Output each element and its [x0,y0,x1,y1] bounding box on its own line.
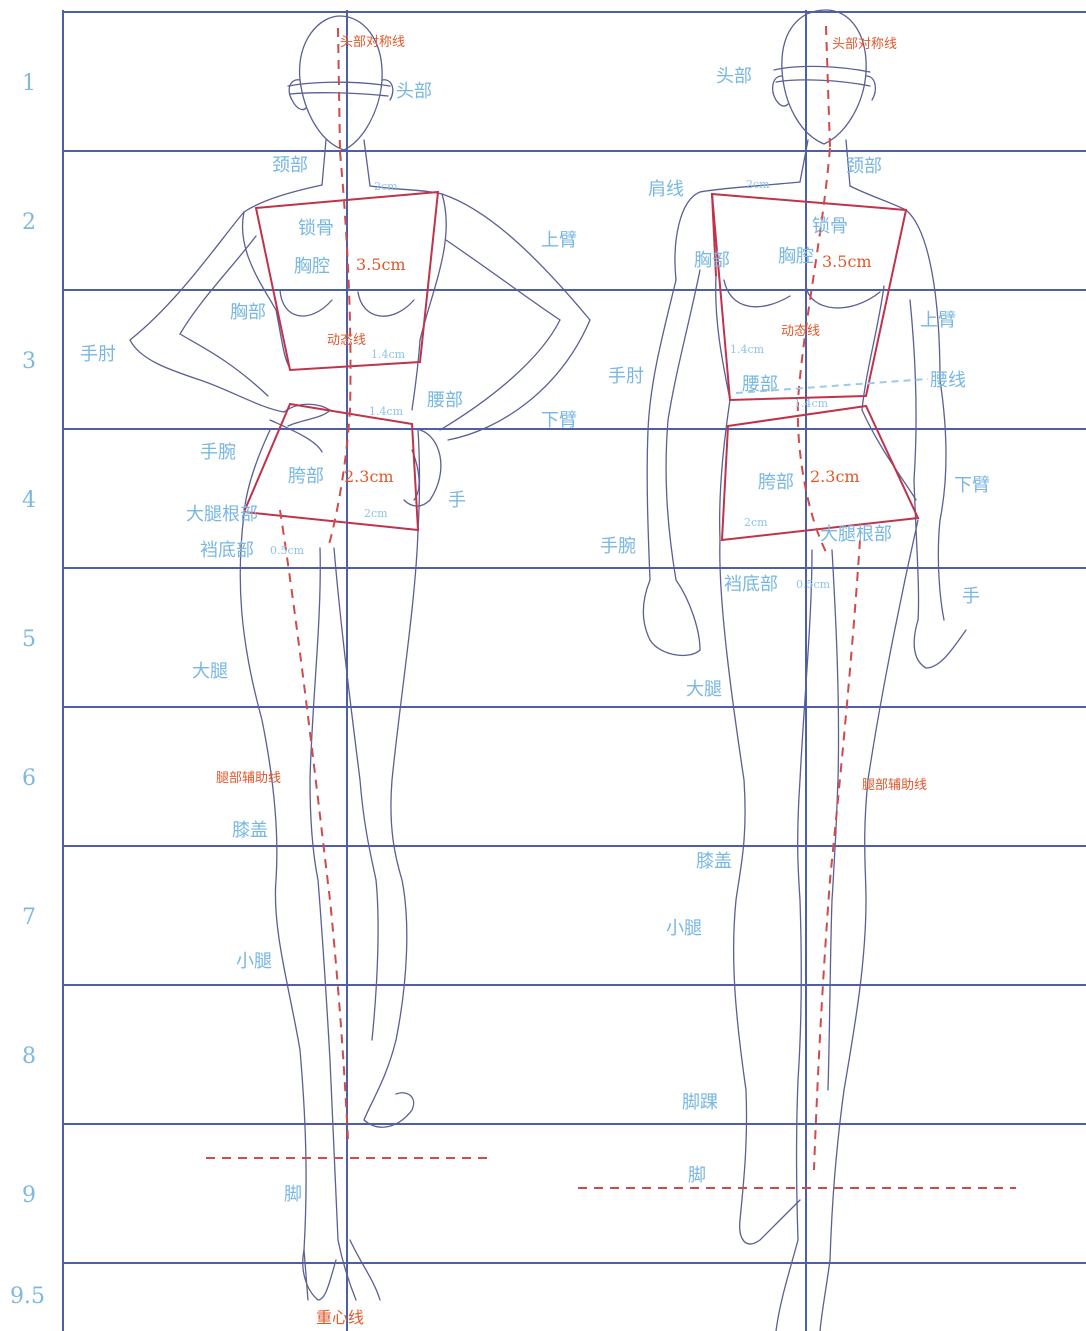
right-waist-line-label: 腰线 [930,370,966,391]
right-upper-arm-label: 上臂 [920,310,956,331]
row-number: 9 [22,1183,36,1208]
left-hip-label: 胯部 [288,466,324,487]
right-crotch-measure: 2cm [744,516,768,529]
left-crotch-measure: 2cm [364,507,388,520]
row-number: 5 [22,627,36,652]
right-waist-label: 腰部 [742,374,778,395]
right-foot-label: 脚 [688,1165,706,1186]
right-thorax-label: 胸腔 [778,246,814,267]
right-thorax-box [712,194,906,400]
row-number: 2 [22,210,36,235]
left-upper-arm-label: 上臂 [541,230,577,251]
right-waist-measure-1: 1.4cm [730,343,765,356]
left-hip-measure: 2.3cm [344,467,394,486]
right-shoulder-line-label: 肩线 [648,179,684,200]
gravity-line-label: 重心线 [316,1308,364,1327]
right-elbow-label: 手肘 [608,366,644,387]
right-hip-measure: 2.3cm [810,467,860,486]
left-calf-label: 小腿 [236,951,272,972]
right-wrist-label: 手腕 [600,536,636,557]
right-thorax-measure: 3.5cm [822,252,872,271]
right-knee-label: 膝盖 [696,851,732,872]
right-forearm-label: 下臂 [954,475,990,496]
right-thigh-root-label: 大腿根部 [820,524,892,545]
left-elbow-label: 手肘 [80,344,116,365]
right-head-symmetry-label: 头部对称线 [832,37,897,52]
right-waist-measure-2: 1.4cm [794,397,829,410]
left-thorax-label: 胸腔 [294,256,330,277]
left-crotch-offset: 0.5cm [270,544,305,557]
right-figure-sketch [643,10,966,1331]
row-number: 8 [22,1044,36,1069]
left-figure-sketch [130,16,590,1300]
left-hand-label: 手 [448,490,466,511]
left-dynamic-line-label: 动态线 [327,333,366,348]
left-leg-guide-line [280,510,348,1140]
left-head-label: 头部 [396,81,432,102]
row-number: 3 [22,349,36,374]
right-head-symmetry-line [826,26,830,148]
right-ankle-label: 脚踝 [682,1092,718,1113]
right-head-label: 头部 [716,66,752,87]
right-hand-label: 手 [962,586,980,607]
right-crotch-label: 裆底部 [724,574,778,595]
right-collarbone-label: 锁骨 [812,216,848,237]
right-shoulder-measure: 2cm [746,178,770,191]
left-waist-label: 腰部 [427,390,463,411]
row-number: 9.5 [10,1284,45,1309]
left-thigh-label: 大腿 [192,661,228,682]
right-crotch-offset: 0.5cm [796,578,831,591]
row-number: 1 [22,71,36,96]
row-numbers: 1 2 3 4 5 6 7 8 9 9.5 [10,71,45,1309]
right-hip-label: 胯部 [758,472,794,493]
left-knee-label: 膝盖 [232,820,268,841]
left-foot-label: 脚 [284,1184,302,1205]
row-number: 4 [22,488,36,513]
left-collarbone-label: 锁骨 [298,218,334,239]
left-thigh-root-label: 大腿根部 [186,504,258,525]
left-waist-measure-1: 1.4cm [371,348,406,361]
left-neck-label: 颈部 [272,155,308,176]
left-crotch-label: 裆底部 [200,540,254,561]
left-forearm-label: 下臂 [541,410,577,431]
right-neck-label: 颈部 [846,156,882,177]
right-leg-guide-label: 腿部辅助线 [862,778,927,793]
right-chest-label: 胸部 [694,250,730,271]
right-dynamic-line [798,148,830,552]
left-leg-guide-label: 腿部辅助线 [216,771,281,786]
left-head-symmetry-label: 头部对称线 [340,35,405,50]
left-chest-label: 胸部 [230,302,266,323]
row-number: 7 [22,905,36,930]
left-thorax-measure: 3.5cm [356,255,406,274]
right-thigh-label: 大腿 [686,679,722,700]
right-leg-guide-line [814,540,860,1170]
left-figure-construction [244,192,438,530]
right-figure-construction [712,194,918,540]
right-figure-labels: 头部对称线 头部 颈部 肩线 2cm 锁骨 胸部 胸腔 3.5cm 上臂 动态线… [600,37,990,1186]
left-waist-measure-2: 1.4cm [369,405,404,418]
row-number: 6 [22,766,36,791]
right-dynamic-line-label: 动态线 [781,324,820,339]
left-wrist-label: 手腕 [200,442,236,463]
right-calf-label: 小腿 [666,918,702,939]
left-shoulder-measure: 2cm [374,180,398,193]
